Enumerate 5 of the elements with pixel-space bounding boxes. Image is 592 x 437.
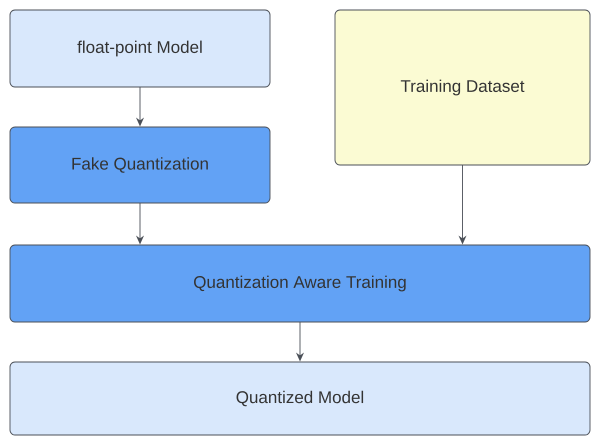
process-box: Quantization Aware Training — [10, 244, 590, 322]
data-box: Training Dataset — [334, 10, 590, 166]
process-box: float-point Model — [10, 10, 270, 88]
process-box: Fake Quantization — [10, 126, 270, 204]
process-box: Quantized Model — [10, 362, 590, 436]
